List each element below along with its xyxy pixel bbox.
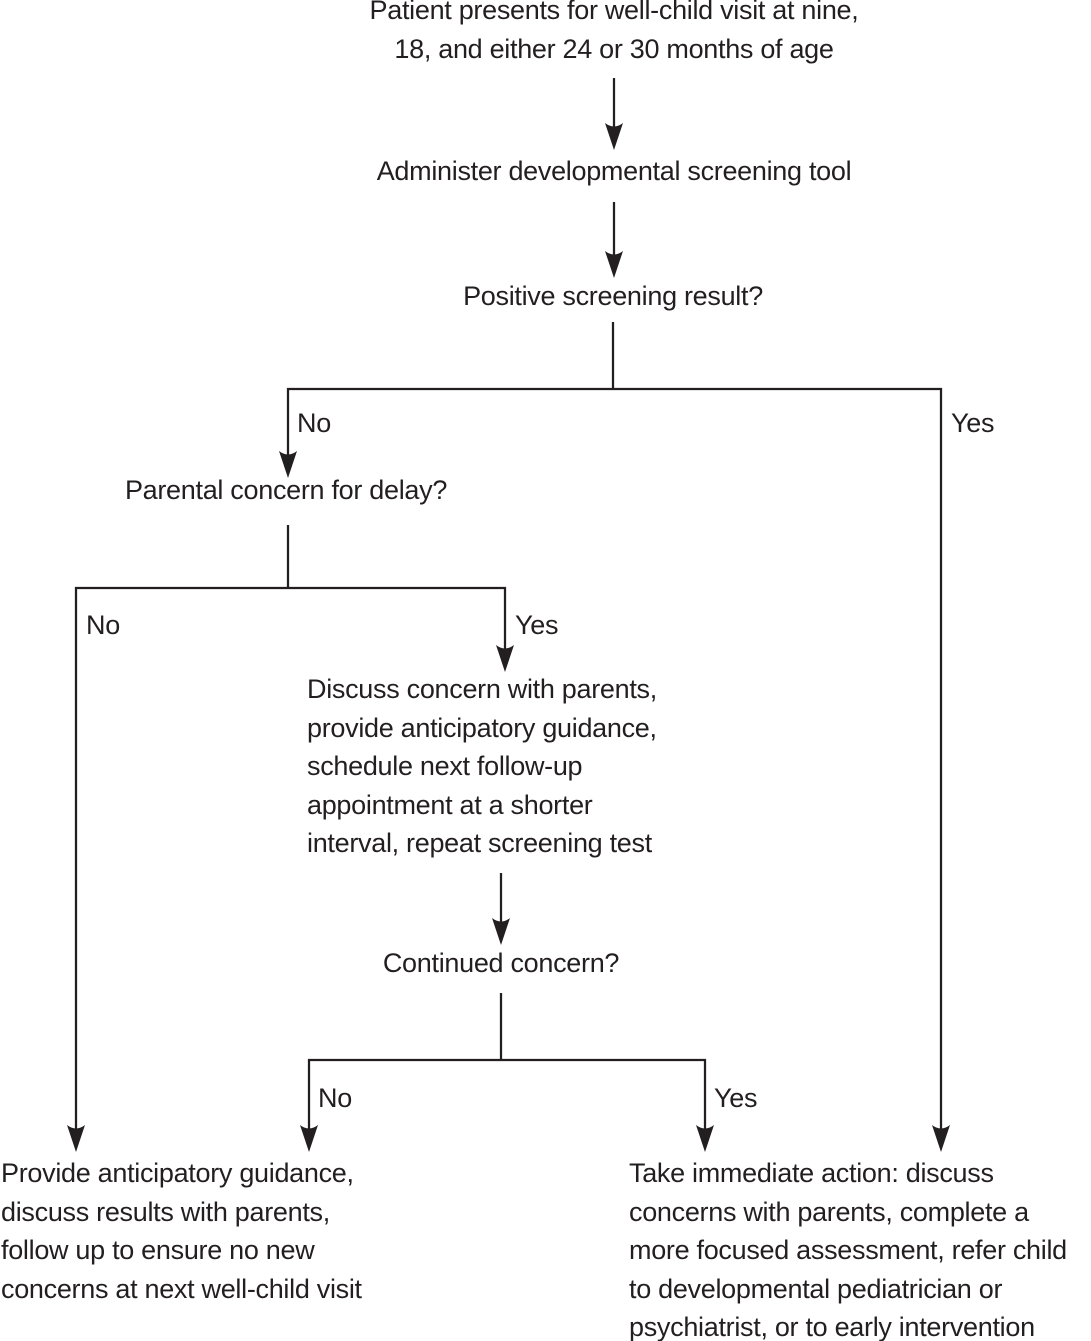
branch-label-positive-yes: Yes — [951, 408, 995, 438]
node-start: Patient presents for well-child visit at… — [369, 0, 859, 64]
node-parental-concern-question: Parental concern for delay? — [124, 475, 448, 505]
edge-positive-yes-to-take-action — [932, 388, 950, 1152]
node-positive-screening-question: Positive screening result? — [463, 281, 763, 311]
node-administer-screening: Administer developmental screening tool — [376, 156, 852, 186]
edge-positive-branch — [287, 322, 942, 391]
edge-parental-yes-to-discuss — [496, 587, 514, 672]
edge-parental-branch — [75, 525, 506, 590]
edge-parental-no-to-provide — [67, 587, 85, 1152]
edge-discuss-to-continued — [492, 873, 510, 945]
branch-label-positive-no: No — [297, 408, 331, 438]
branch-label-continued-yes: Yes — [714, 1083, 758, 1113]
edge-continued-no-to-provide — [300, 1059, 318, 1152]
edge-continued-yes-to-take-action — [696, 1059, 714, 1152]
branch-label-continued-no: No — [318, 1083, 352, 1113]
node-discuss-concern-action: Discuss concern with parents, provide an… — [307, 674, 657, 858]
edge-start-to-administer — [605, 78, 623, 150]
branch-label-parental-yes: Yes — [515, 610, 559, 640]
branch-label-parental-no: No — [86, 610, 120, 640]
node-provide-guidance-outcome: Provide anticipatory guidance, discuss r… — [1, 1158, 362, 1304]
node-take-immediate-action-outcome: Take immediate action: discuss concerns … — [629, 1158, 1067, 1341]
edge-positive-no-to-parental — [279, 388, 297, 478]
edge-administer-to-positive — [605, 202, 623, 278]
edge-continued-branch — [308, 993, 706, 1062]
node-continued-concern-question: Continued concern? — [382, 948, 620, 978]
